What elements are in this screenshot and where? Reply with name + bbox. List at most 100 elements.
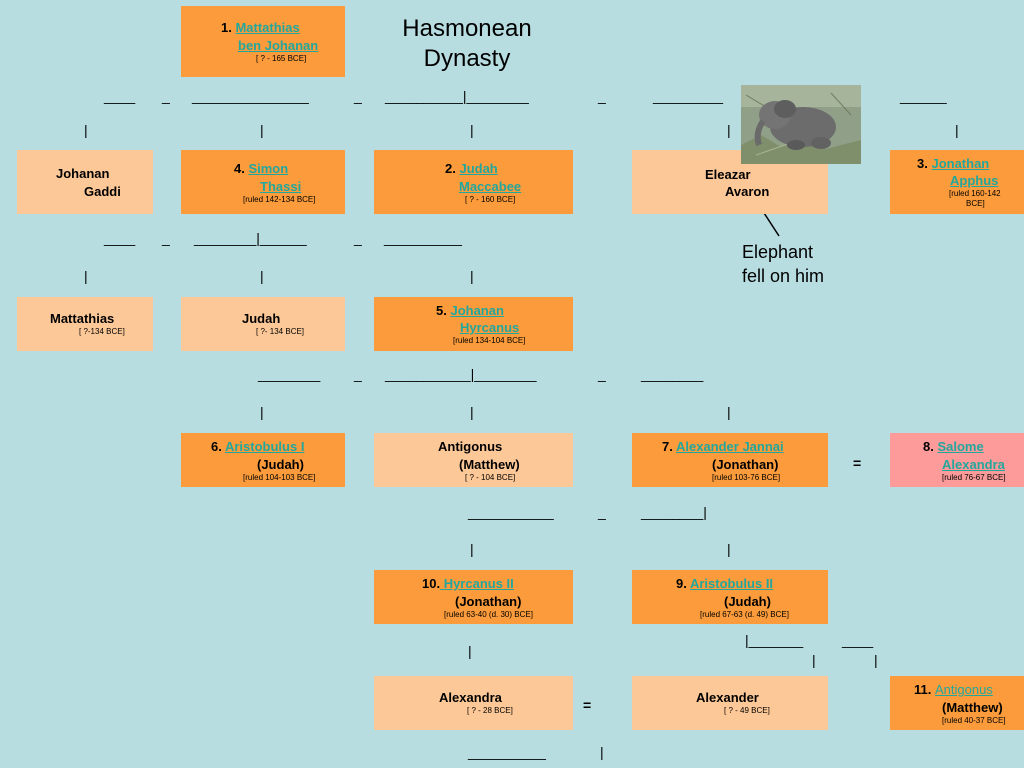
connector: | — [600, 744, 604, 760]
connector: ___________|________ — [385, 366, 537, 382]
connector: _ — [354, 366, 362, 382]
person-dates: [ ? - 49 BCE] — [724, 706, 770, 715]
person-link-alexandra[interactable]: Alexandra — [942, 457, 1005, 472]
person-link-hyrcanus-ii[interactable]: Hyrcanus II — [440, 576, 514, 591]
person-link-antigonus[interactable]: Antigonus — [934, 682, 993, 697]
person-name: Johanan — [56, 166, 110, 181]
person-link-salome[interactable]: Salome — [937, 439, 984, 454]
person-aristobulus-ii: 9. Aristobulus II (Judah) [ruled 67-63 (… — [632, 570, 828, 624]
person-link-simon[interactable]: Simon — [248, 161, 289, 176]
note-line-1: Elephant — [742, 242, 814, 262]
person-antigonus: Antigonus (Matthew) [ ? - 104 BCE] — [374, 433, 573, 487]
connector: ___________ — [468, 504, 554, 520]
connector: ________|______ — [194, 230, 307, 246]
connector: ____ — [104, 230, 136, 246]
connector: ________ — [258, 366, 321, 382]
person-dates: [ruled 40-37 BCE] — [942, 716, 1006, 725]
connector: |_______ — [745, 632, 804, 648]
connector: _ — [162, 88, 170, 104]
elephant-photo — [741, 85, 861, 164]
connector: | — [260, 268, 264, 284]
person-link-aristobulus-i[interactable]: Aristobulus I — [224, 439, 305, 454]
person-jonathan-apphus: 3. Jonathan Apphus [ruled 160-142 BCE] — [890, 150, 1024, 214]
person-johanan-hyrcanus: 5. Johanan Hyrcanus [ruled 134-104 BCE] — [374, 297, 573, 351]
person-name-2: (Jonathan) — [455, 594, 522, 609]
person-dates: [ruled 103-76 BCE] — [712, 473, 781, 482]
connector: | — [84, 268, 88, 284]
connector: | — [470, 404, 474, 420]
person-name: Antigonus — [438, 439, 503, 454]
person-dates: [ ? - 160 BCE] — [465, 195, 516, 204]
person-name-2: (Jonathan) — [712, 457, 779, 472]
person-number: 4. — [234, 161, 245, 176]
connector: | — [260, 122, 264, 138]
person-dates: [ ? - 104 BCE] — [465, 473, 516, 482]
connector: _ — [354, 88, 362, 104]
connector: _________ — [653, 88, 724, 104]
person-eleazar-avaron: Eleazar Avaron — [632, 164, 828, 214]
person-judah: Judah [ ?- 134 BCE] — [181, 297, 345, 351]
person-number: 11. — [914, 682, 932, 697]
person-name: Mattathias — [50, 311, 115, 326]
connector: | — [470, 122, 474, 138]
person-johanan-gaddi: Johanan Gaddi — [17, 150, 153, 214]
person-dates: [ruled 160-142 — [949, 189, 1001, 198]
connector: | — [260, 404, 264, 420]
person-link-mattathias[interactable]: Mattathias — [235, 20, 300, 35]
person-link-ben-johanan[interactable]: ben Johanan — [238, 38, 319, 53]
person-link-apphus[interactable]: Apphus — [950, 173, 999, 188]
box-top-strip — [632, 150, 741, 164]
person-link-jonathan[interactable]: Jonathan — [931, 156, 990, 171]
connector: | — [468, 643, 472, 659]
connector: _ — [162, 230, 170, 246]
person-number: 7. — [662, 439, 673, 454]
person-dates: [ruled 142-134 BCE] — [243, 195, 316, 204]
person-link-aristobulus-ii[interactable]: Aristobulus II — [689, 576, 774, 591]
connector: ____ — [842, 632, 874, 648]
elephant-note: Elephant fell on him — [742, 240, 824, 288]
person-dates-2: BCE] — [966, 199, 985, 208]
person-dates: [ ? - 165 BCE] — [256, 54, 307, 63]
connector: __________|________ — [385, 88, 529, 104]
connector: | — [470, 541, 474, 557]
person-name-2: (Judah) — [724, 594, 771, 609]
person-dates: [ ?- 134 BCE] — [256, 327, 305, 336]
connector: | — [955, 122, 959, 138]
connector: _ — [354, 230, 362, 246]
person-dates: [ ?-134 BCE] — [79, 327, 125, 336]
person-alexander-jannai: 7. Alexander Jannai (Jonathan) [ruled 10… — [632, 433, 828, 487]
person-number: 10. — [422, 576, 441, 591]
person-link-hyrcanus[interactable]: Hyrcanus — [460, 320, 520, 335]
person-aristobulus-i: 6. Aristobulus I (Judah) [ruled 104-103 … — [181, 433, 345, 487]
person-name: Eleazar — [705, 167, 751, 182]
person-name: Alexandra — [439, 690, 502, 705]
connector: ________ — [641, 366, 704, 382]
person-dates: [ruled 63-40 (d. 30) BCE] — [444, 610, 533, 619]
person-dates: [ruled 134-104 BCE] — [453, 336, 526, 345]
connector: _______________ — [192, 88, 309, 104]
marriage-equals: = — [583, 697, 592, 713]
person-salome-alexandra: 8. Salome Alexandra [ruled 76-67 BCE] — [890, 433, 1024, 487]
person-link-thassi[interactable]: Thassi — [260, 179, 302, 194]
person-name-2: Avaron — [725, 184, 770, 199]
person-name-2: (Matthew) — [942, 700, 1003, 715]
person-link-alexander-jannai[interactable]: Alexander Jannai — [675, 439, 784, 454]
connector: __________ — [468, 744, 546, 760]
connector: ______ — [900, 88, 947, 104]
person-name-2: (Matthew) — [459, 457, 520, 472]
person-simon-thassi: 4. Simon Thassi [ruled 142-134 BCE] — [181, 150, 345, 214]
connector: _ — [598, 504, 606, 520]
person-number: 1. — [221, 20, 232, 35]
person-hyrcanus-ii: 10. Hyrcanus II (Jonathan) [ruled 63-40 … — [374, 570, 573, 624]
person-link-maccabee[interactable]: Maccabee — [459, 179, 522, 194]
connector: | — [727, 541, 731, 557]
person-number: 8. — [923, 439, 934, 454]
person-name: Alexander — [696, 690, 759, 705]
person-alexandra: Alexandra [ ? - 28 BCE] — [374, 676, 573, 730]
connector: ________| — [641, 504, 707, 520]
connector: | — [727, 404, 731, 420]
person-link-johanan[interactable]: Johanan — [450, 303, 504, 318]
person-number: 2. — [445, 161, 456, 176]
person-link-judah[interactable]: Judah — [459, 161, 498, 176]
connector: _ — [598, 366, 606, 382]
